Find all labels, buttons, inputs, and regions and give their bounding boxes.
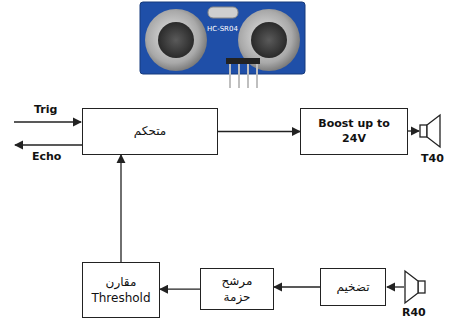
process-box: تضخيم bbox=[320, 268, 386, 306]
part-name: HC-SR04 bbox=[207, 25, 238, 33]
box-text: Boost up to 24V bbox=[307, 117, 401, 147]
connector-arrow bbox=[218, 131, 300, 132]
sensor-module bbox=[140, 2, 305, 88]
part-name: R40 bbox=[402, 306, 426, 319]
connector-arrow bbox=[120, 155, 121, 262]
box-text: متحكم bbox=[134, 123, 166, 139]
process-box: مرشح حزمة bbox=[200, 268, 274, 310]
connector-arrow bbox=[160, 289, 200, 290]
drive-arrow bbox=[408, 130, 419, 131]
process-box: مقارن Threshold bbox=[82, 262, 160, 318]
echo-arrow bbox=[15, 144, 82, 145]
process-box: Boost up to 24V bbox=[300, 108, 408, 155]
speaker-symbol bbox=[420, 115, 440, 147]
signal-name: Echo bbox=[32, 150, 61, 163]
speaker-symbol bbox=[405, 271, 425, 303]
connector-arrow bbox=[274, 286, 320, 287]
signal-name: Trig bbox=[34, 103, 57, 116]
box-text: مقارن Threshold bbox=[89, 274, 153, 306]
process-box: متحكم bbox=[82, 108, 218, 155]
part-name: T40 bbox=[421, 152, 444, 165]
trig-arrow bbox=[14, 121, 81, 122]
box-text: تضخيم bbox=[336, 279, 369, 295]
receive-arrow bbox=[387, 286, 404, 287]
box-text: مرشح حزمة bbox=[207, 273, 267, 305]
